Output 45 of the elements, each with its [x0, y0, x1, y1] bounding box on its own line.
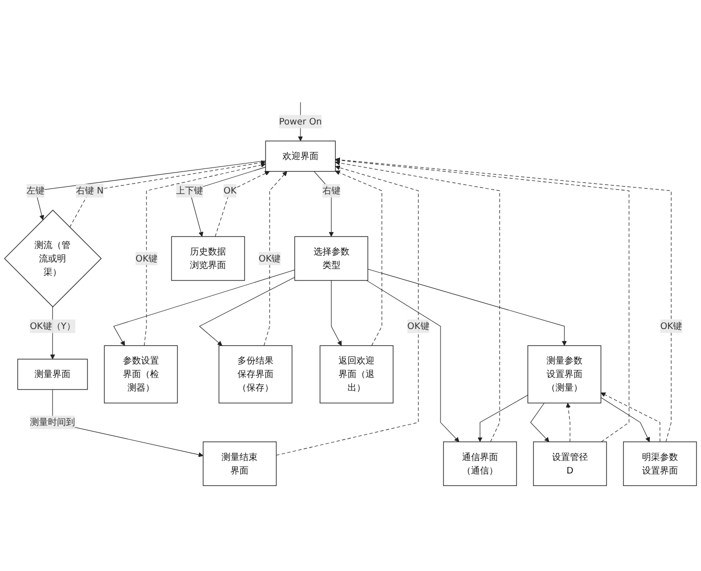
node-box: 明渠参数设置界面 — [623, 441, 697, 486]
edge-label: 左键 — [26, 185, 45, 196]
edge-label: OK键（Y） — [30, 320, 76, 332]
arrow — [368, 268, 567, 346]
edge-label: Power On — [279, 116, 322, 127]
node-box: 选择参数类型 — [294, 236, 368, 281]
arrow — [69, 160, 266, 228]
node-box: 设置管径D — [533, 441, 607, 486]
arrow — [335, 170, 382, 346]
arrow — [264, 171, 288, 346]
arrow — [335, 160, 500, 442]
arrow — [600, 392, 660, 442]
arrow — [566, 402, 571, 442]
edge-label: OK键 — [660, 320, 682, 332]
arrow — [314, 171, 334, 237]
arrow — [144, 162, 266, 346]
edge-label: OK键 — [407, 320, 430, 332]
node-box: 测量参数设置界面（测量） — [527, 345, 602, 404]
edge-label: OK键 — [258, 252, 281, 264]
arrow — [331, 280, 342, 346]
arrow — [478, 394, 528, 442]
arrow — [199, 277, 295, 346]
edge-label: 右键 N — [76, 185, 104, 196]
arrow — [530, 402, 550, 442]
arrow — [276, 165, 419, 456]
node-box: 历史数据浏览界面 — [171, 236, 245, 281]
node-box: 通信界面（通信） — [443, 441, 517, 486]
arrow — [214, 171, 270, 237]
edge-label: 上下键 — [176, 185, 204, 196]
node-box: 返回欢迎界面（退出） — [320, 345, 394, 404]
edge-label: OK — [224, 185, 236, 196]
edge-label: 测量时间到 — [30, 416, 76, 428]
arrow — [189, 166, 266, 237]
edge-label: 右键 — [322, 185, 340, 196]
node-box: 参数设置界面（检测器） — [104, 345, 178, 404]
edge-label: OK键 — [135, 252, 158, 264]
arrow — [600, 397, 650, 442]
node-box: 测量界面 — [17, 358, 88, 390]
node-box: 多份结果保存界面（保存） — [218, 345, 292, 404]
node-box: 欢迎界面 — [265, 140, 336, 172]
node-box: 测量结束界面 — [202, 441, 277, 486]
arrow — [113, 270, 295, 346]
arrow — [366, 280, 460, 442]
arrow — [35, 160, 266, 220]
node-diamond: 测流（管流或明渠） — [4, 210, 102, 308]
